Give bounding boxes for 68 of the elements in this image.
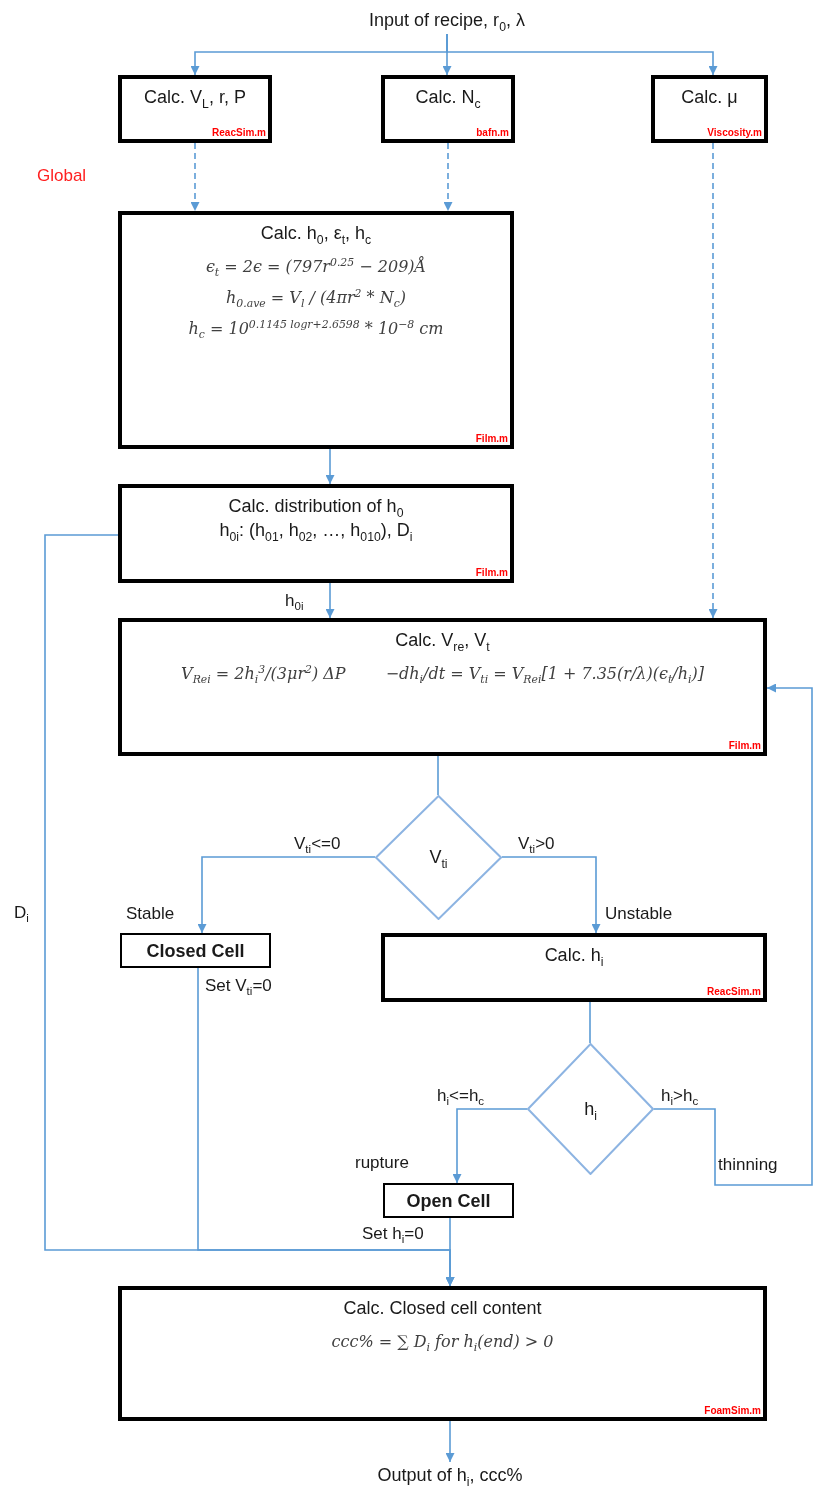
node-note: Set V$_{ti}$=0 bbox=[205, 976, 272, 996]
arrow bbox=[325, 448, 335, 485]
arrow bbox=[190, 142, 200, 212]
process-box bbox=[381, 75, 515, 143]
process-box bbox=[120, 933, 271, 968]
file-name: ReacSim.m bbox=[212, 127, 266, 138]
edge-label: V$_{ti}$<=0 bbox=[294, 834, 341, 854]
node-note: rupture bbox=[355, 1153, 409, 1173]
formula: −dh$_{i}$/dt = V$_{ti}$ = V$_{Rei}$[1 + 7.35(r/λ)(ϵ$_{t}$/h$_{i}$)] bbox=[385, 664, 704, 683]
arrow bbox=[445, 1420, 455, 1463]
step-title: Calc. μ bbox=[681, 86, 738, 109]
decision-label: V$_{ti}$ bbox=[429, 847, 448, 868]
file-name: Film.m bbox=[475, 433, 508, 444]
file-name: Viscosity.m bbox=[707, 127, 762, 138]
process-box bbox=[118, 211, 514, 449]
node-note: Set h$_{i}$=0 bbox=[362, 1224, 424, 1244]
node-note: Unstable bbox=[605, 904, 673, 924]
decision-diamond bbox=[527, 1043, 654, 1175]
step-title: Calc. V$_{re}$, V$_{t}$ bbox=[395, 629, 490, 652]
formula: ccc% = ∑ D$_{i}$ for h$_{i}$(end) > 0 bbox=[331, 1332, 554, 1351]
step-label: Open Cell bbox=[406, 1189, 491, 1213]
step-title: Calc. distribution of h$_{0}$ bbox=[228, 495, 404, 518]
edge-label: h$_{0i}$ bbox=[285, 591, 304, 611]
process-box bbox=[381, 933, 767, 1002]
arrow bbox=[653, 683, 813, 1186]
decision-diamond bbox=[375, 795, 502, 920]
formula: h$_{c}$ = 10$^{0.1145 logr+2.6598}$ * 10$^{−8}$ cm bbox=[188, 319, 444, 338]
arrow bbox=[446, 33, 718, 76]
arrow bbox=[44, 534, 455, 1287]
edge-label: h$_{i}$>h$_{c}$ bbox=[661, 1086, 699, 1106]
file-name: ReacSim.m bbox=[707, 986, 761, 997]
edge-label: V$_{ti}$>0 bbox=[518, 834, 555, 854]
process-box bbox=[383, 1183, 514, 1218]
file-name: Film.m bbox=[475, 567, 508, 578]
connector-line bbox=[437, 755, 439, 796]
arrow bbox=[452, 1108, 528, 1184]
file-name: bafn.m bbox=[476, 127, 509, 138]
formula: ϵ$_{t}$ = 2ϵ = (797r$^{0.25}$ − 209)Å bbox=[205, 257, 427, 276]
arrow bbox=[501, 856, 601, 934]
process-box bbox=[651, 75, 768, 143]
step-title: Calc. h$_{i}$ bbox=[544, 944, 604, 967]
arrow bbox=[443, 142, 453, 212]
process-box bbox=[118, 484, 514, 583]
terminal-label: Output of h$_{i}$, ccc% bbox=[377, 1464, 523, 1486]
formula: V$_{Rei}$ = 2h$_{i}$$^{3}$/(3μr$^{2}$) ΔP bbox=[181, 664, 346, 683]
file-name: Film.m bbox=[728, 740, 761, 751]
arrow bbox=[197, 856, 376, 934]
edge-label: D$_{i}$ bbox=[14, 903, 29, 923]
step-title: Calc. Closed cell content bbox=[343, 1297, 542, 1320]
edge-label: h$_{i}$<=h$_{c}$ bbox=[437, 1086, 485, 1106]
flow-note: thinning bbox=[718, 1155, 778, 1175]
arrow bbox=[325, 582, 335, 619]
step-title: Calc. N$_{c}$ bbox=[415, 86, 481, 109]
step-title: Calc. h$_{0}$, ε$_{t}$, h$_{c}$ bbox=[260, 222, 372, 245]
formula: h$_{0.ave}$ = V$_{l}$ / (4πr$^{2}$ * N$_{c}$) bbox=[226, 288, 406, 307]
decision-label: h$_{i}$ bbox=[584, 1098, 597, 1120]
step-title: h$_{0i}$: (h$_{01}$, h$_{02}$, …, h$_{010}$), D$_{i}$ bbox=[219, 519, 413, 542]
step-title: Calc. V$_{L}$, r, P bbox=[144, 86, 246, 109]
connector-line bbox=[589, 1001, 591, 1044]
terminal-label: Input of recipe, r$_{0}$, λ bbox=[369, 9, 525, 31]
process-box bbox=[118, 1286, 767, 1421]
process-box bbox=[118, 75, 272, 143]
process-box bbox=[118, 618, 767, 756]
scope-label: Global bbox=[37, 166, 87, 186]
step-label: Closed Cell bbox=[146, 939, 245, 963]
file-name: FoamSim.m bbox=[704, 1405, 761, 1416]
arrow bbox=[708, 142, 718, 619]
node-note: Stable bbox=[126, 904, 175, 924]
